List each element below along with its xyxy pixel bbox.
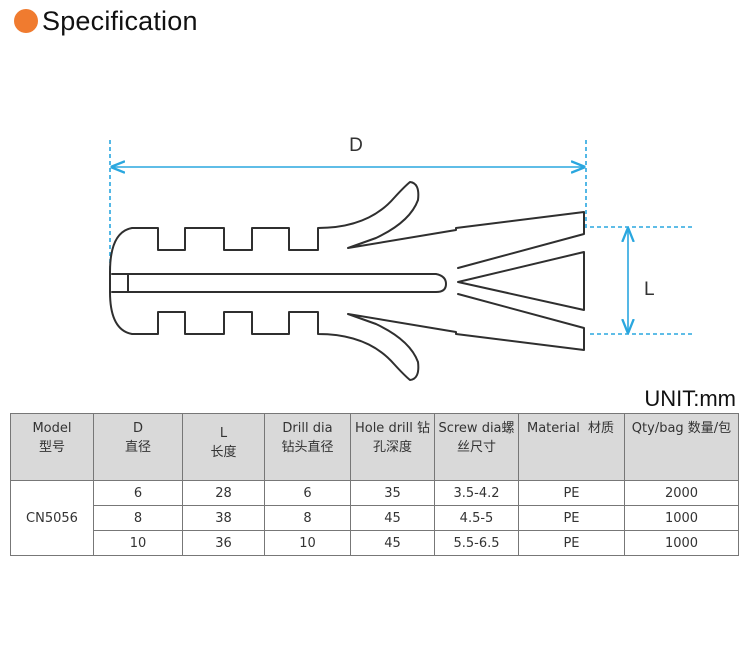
table-row: 8 38 8 45 4.5-5 PE 1000	[11, 505, 739, 531]
table-row: CN5056 6 28 6 35 3.5-4.2 PE 2000	[10, 480, 739, 556]
cell-d: 6	[93, 480, 183, 506]
unit-label: UNIT:mm	[644, 386, 736, 411]
cell-l: 36	[182, 530, 265, 556]
cell-hole-depth: 45	[350, 530, 435, 556]
col-header-qty: Qty/bag 数量/包	[624, 413, 739, 481]
col-header-screw-dia: Screw dia螺丝尺寸	[434, 413, 519, 481]
model-cell: CN5056	[10, 480, 94, 556]
cell-d: 10	[93, 530, 183, 556]
cell-screw-dia: 4.5-5	[434, 505, 519, 531]
wall-anchor-outline	[109, 181, 585, 381]
cell-l: 38	[182, 505, 265, 531]
cell-hole-depth: 45	[350, 505, 435, 531]
dimension-l	[590, 226, 695, 335]
section-title: Specification	[42, 5, 198, 36]
cell-material: PE	[518, 480, 625, 506]
cell-drill-dia: 10	[264, 530, 351, 556]
anchor-lower-profile	[109, 283, 585, 381]
cell-qty: 1000	[624, 530, 739, 556]
cell-qty: 1000	[624, 505, 739, 531]
col-header-hole-depth: Hole drill 钻孔深度	[350, 413, 435, 481]
cell-qty: 2000	[624, 480, 739, 506]
orange-bullet-icon	[14, 9, 38, 33]
table-row: 10 36 10 45 5.5-6.5 PE 1000	[11, 530, 739, 556]
dimension-d	[109, 140, 587, 290]
section-header: Specification	[14, 4, 198, 38]
cell-l: 28	[182, 480, 265, 506]
anchor-upper-profile	[109, 181, 585, 285]
anchor-tip-wedge	[457, 251, 585, 311]
cell-material: PE	[518, 505, 625, 531]
cell-hole-depth: 35	[350, 480, 435, 506]
cell-drill-dia: 8	[264, 505, 351, 531]
cell-screw-dia: 3.5-4.2	[434, 480, 519, 506]
cell-screw-dia: 5.5-6.5	[434, 530, 519, 556]
cell-material: PE	[518, 530, 625, 556]
cell-drill-dia: 6	[264, 480, 351, 506]
dimension-d-label: D	[349, 135, 363, 156]
anchor-center-slot	[111, 273, 447, 293]
cell-d: 8	[93, 505, 183, 531]
dimension-l-label: L	[644, 279, 655, 300]
anchor-drawing: D L	[109, 135, 695, 381]
